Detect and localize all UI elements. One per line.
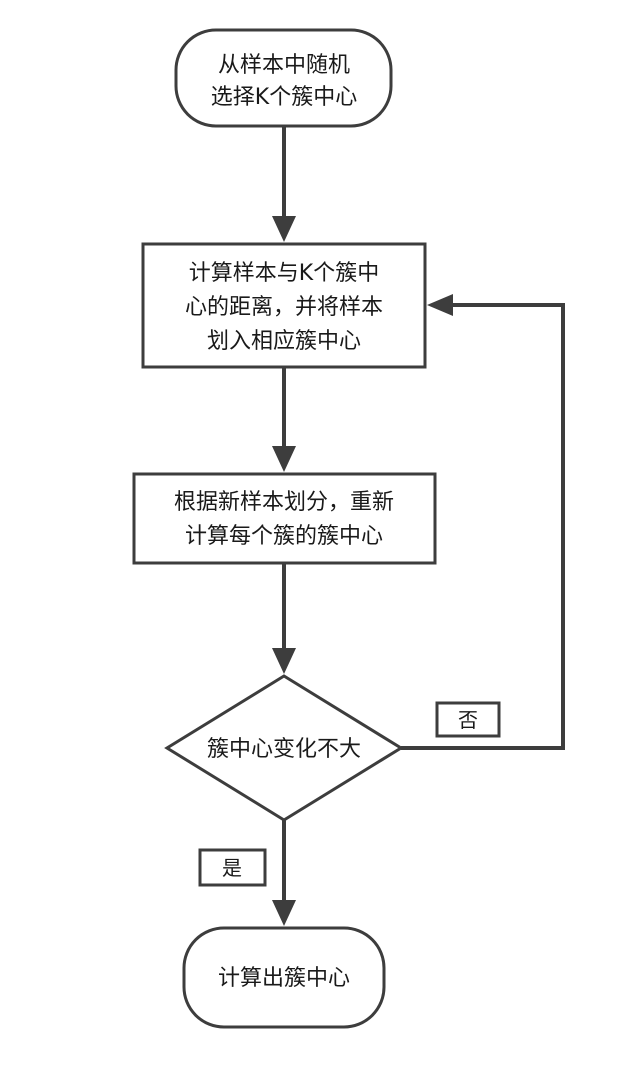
update-node: 根据新样本划分，重新 计算每个簇的簇中心 xyxy=(132,472,437,565)
decision-node: 簇中心变化不大 xyxy=(164,674,404,822)
end-node-shape xyxy=(182,926,386,1029)
assign-node-line-3: 划入相应簇中心 xyxy=(207,329,361,354)
start-node-shape xyxy=(174,28,393,128)
arrow-decision-to-assign-loop xyxy=(401,303,565,750)
edge-label-no-box xyxy=(435,701,501,738)
assign-node: 计算样本与K个簇中 心的距离，并将样本 划入相应簇中心 xyxy=(141,242,427,369)
decision-node-label: 簇中心变化不大 xyxy=(207,737,361,762)
update-node-shape xyxy=(132,472,437,565)
start-node-line-2: 选择K个簇中心 xyxy=(211,85,357,110)
arrowhead-start-to-assign xyxy=(272,216,296,242)
update-node-line-1: 根据新样本划分，重新 xyxy=(174,490,394,515)
arrowhead-decision-to-end xyxy=(272,900,296,926)
edge-label-yes-text: 是 xyxy=(222,856,242,880)
edge-label-yes: 是 xyxy=(198,848,267,887)
update-node-line-2: 计算每个簇的簇中心 xyxy=(185,524,383,549)
edge-label-yes-box xyxy=(198,848,267,887)
arrowhead-update-to-decision xyxy=(272,648,296,674)
arrowhead-loop-to-assign xyxy=(427,294,453,316)
edge-label-no: 否 xyxy=(435,701,501,738)
end-node-label: 计算出簇中心 xyxy=(218,966,350,991)
assign-node-line-1: 计算样本与K个簇中 xyxy=(189,261,379,286)
arrowhead-assign-to-update xyxy=(272,446,296,472)
start-node-line-1: 从样本中随机 xyxy=(218,53,350,78)
edge-label-no-text: 否 xyxy=(458,708,478,732)
end-node: 计算出簇中心 xyxy=(182,926,386,1029)
assign-node-line-2: 心的距离，并将样本 xyxy=(185,295,383,320)
start-node: 从样本中随机 选择K个簇中心 xyxy=(174,28,393,128)
